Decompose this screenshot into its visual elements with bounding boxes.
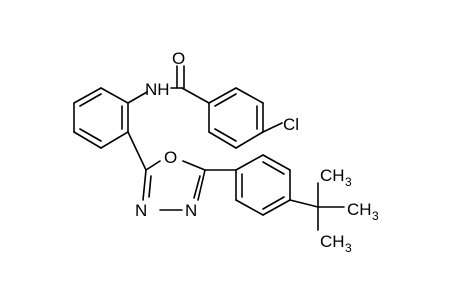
methyl-ch-label: CH xyxy=(347,200,372,219)
bonds xyxy=(73,65,345,231)
bond xyxy=(235,154,264,171)
bond xyxy=(79,128,102,142)
atom-oxygen-ring: O xyxy=(164,148,177,167)
bond xyxy=(127,91,148,104)
methyl-ch-label: CH xyxy=(320,166,345,185)
methyl-group-top: CH 3 xyxy=(320,166,352,189)
bond xyxy=(142,169,147,201)
bond xyxy=(127,131,147,171)
bond xyxy=(262,154,291,171)
bond xyxy=(73,131,102,149)
bond xyxy=(235,131,264,149)
bond xyxy=(235,87,264,104)
atom-nitrogen-ring-right: N xyxy=(185,201,197,220)
atom-labels: O NH Cl O N N CH 3 CH 3 CH 3 xyxy=(135,49,379,255)
bond xyxy=(148,175,152,198)
atom-nitrogen-ring-left: N xyxy=(135,201,147,220)
methyl-ch-label: CH xyxy=(320,232,345,251)
bond xyxy=(197,169,206,201)
methyl-group-right: CH 3 xyxy=(347,200,379,223)
atom-chlorine: Cl xyxy=(283,115,299,134)
bond xyxy=(262,122,283,133)
bond xyxy=(289,199,319,208)
bond xyxy=(208,87,237,104)
bond xyxy=(79,93,102,107)
bond xyxy=(214,128,237,142)
bond xyxy=(145,160,161,171)
atom-oxygen-carbonyl: O xyxy=(172,49,185,68)
bond xyxy=(235,199,264,216)
bond xyxy=(262,196,285,210)
methyl-subscript: 3 xyxy=(345,241,352,255)
atom-amide-nh: NH xyxy=(145,80,170,99)
methyl-group-bottom: CH 3 xyxy=(320,232,352,255)
methyl-subscript: 3 xyxy=(372,209,379,223)
bond xyxy=(73,87,102,104)
bond xyxy=(100,131,129,149)
bond xyxy=(193,175,201,199)
bond xyxy=(100,87,129,104)
bond xyxy=(181,87,210,104)
bond xyxy=(208,131,237,149)
bond xyxy=(214,93,237,107)
bond xyxy=(262,199,291,216)
bond xyxy=(262,161,285,175)
methyl-subscript: 3 xyxy=(345,175,352,189)
bond xyxy=(182,160,206,171)
